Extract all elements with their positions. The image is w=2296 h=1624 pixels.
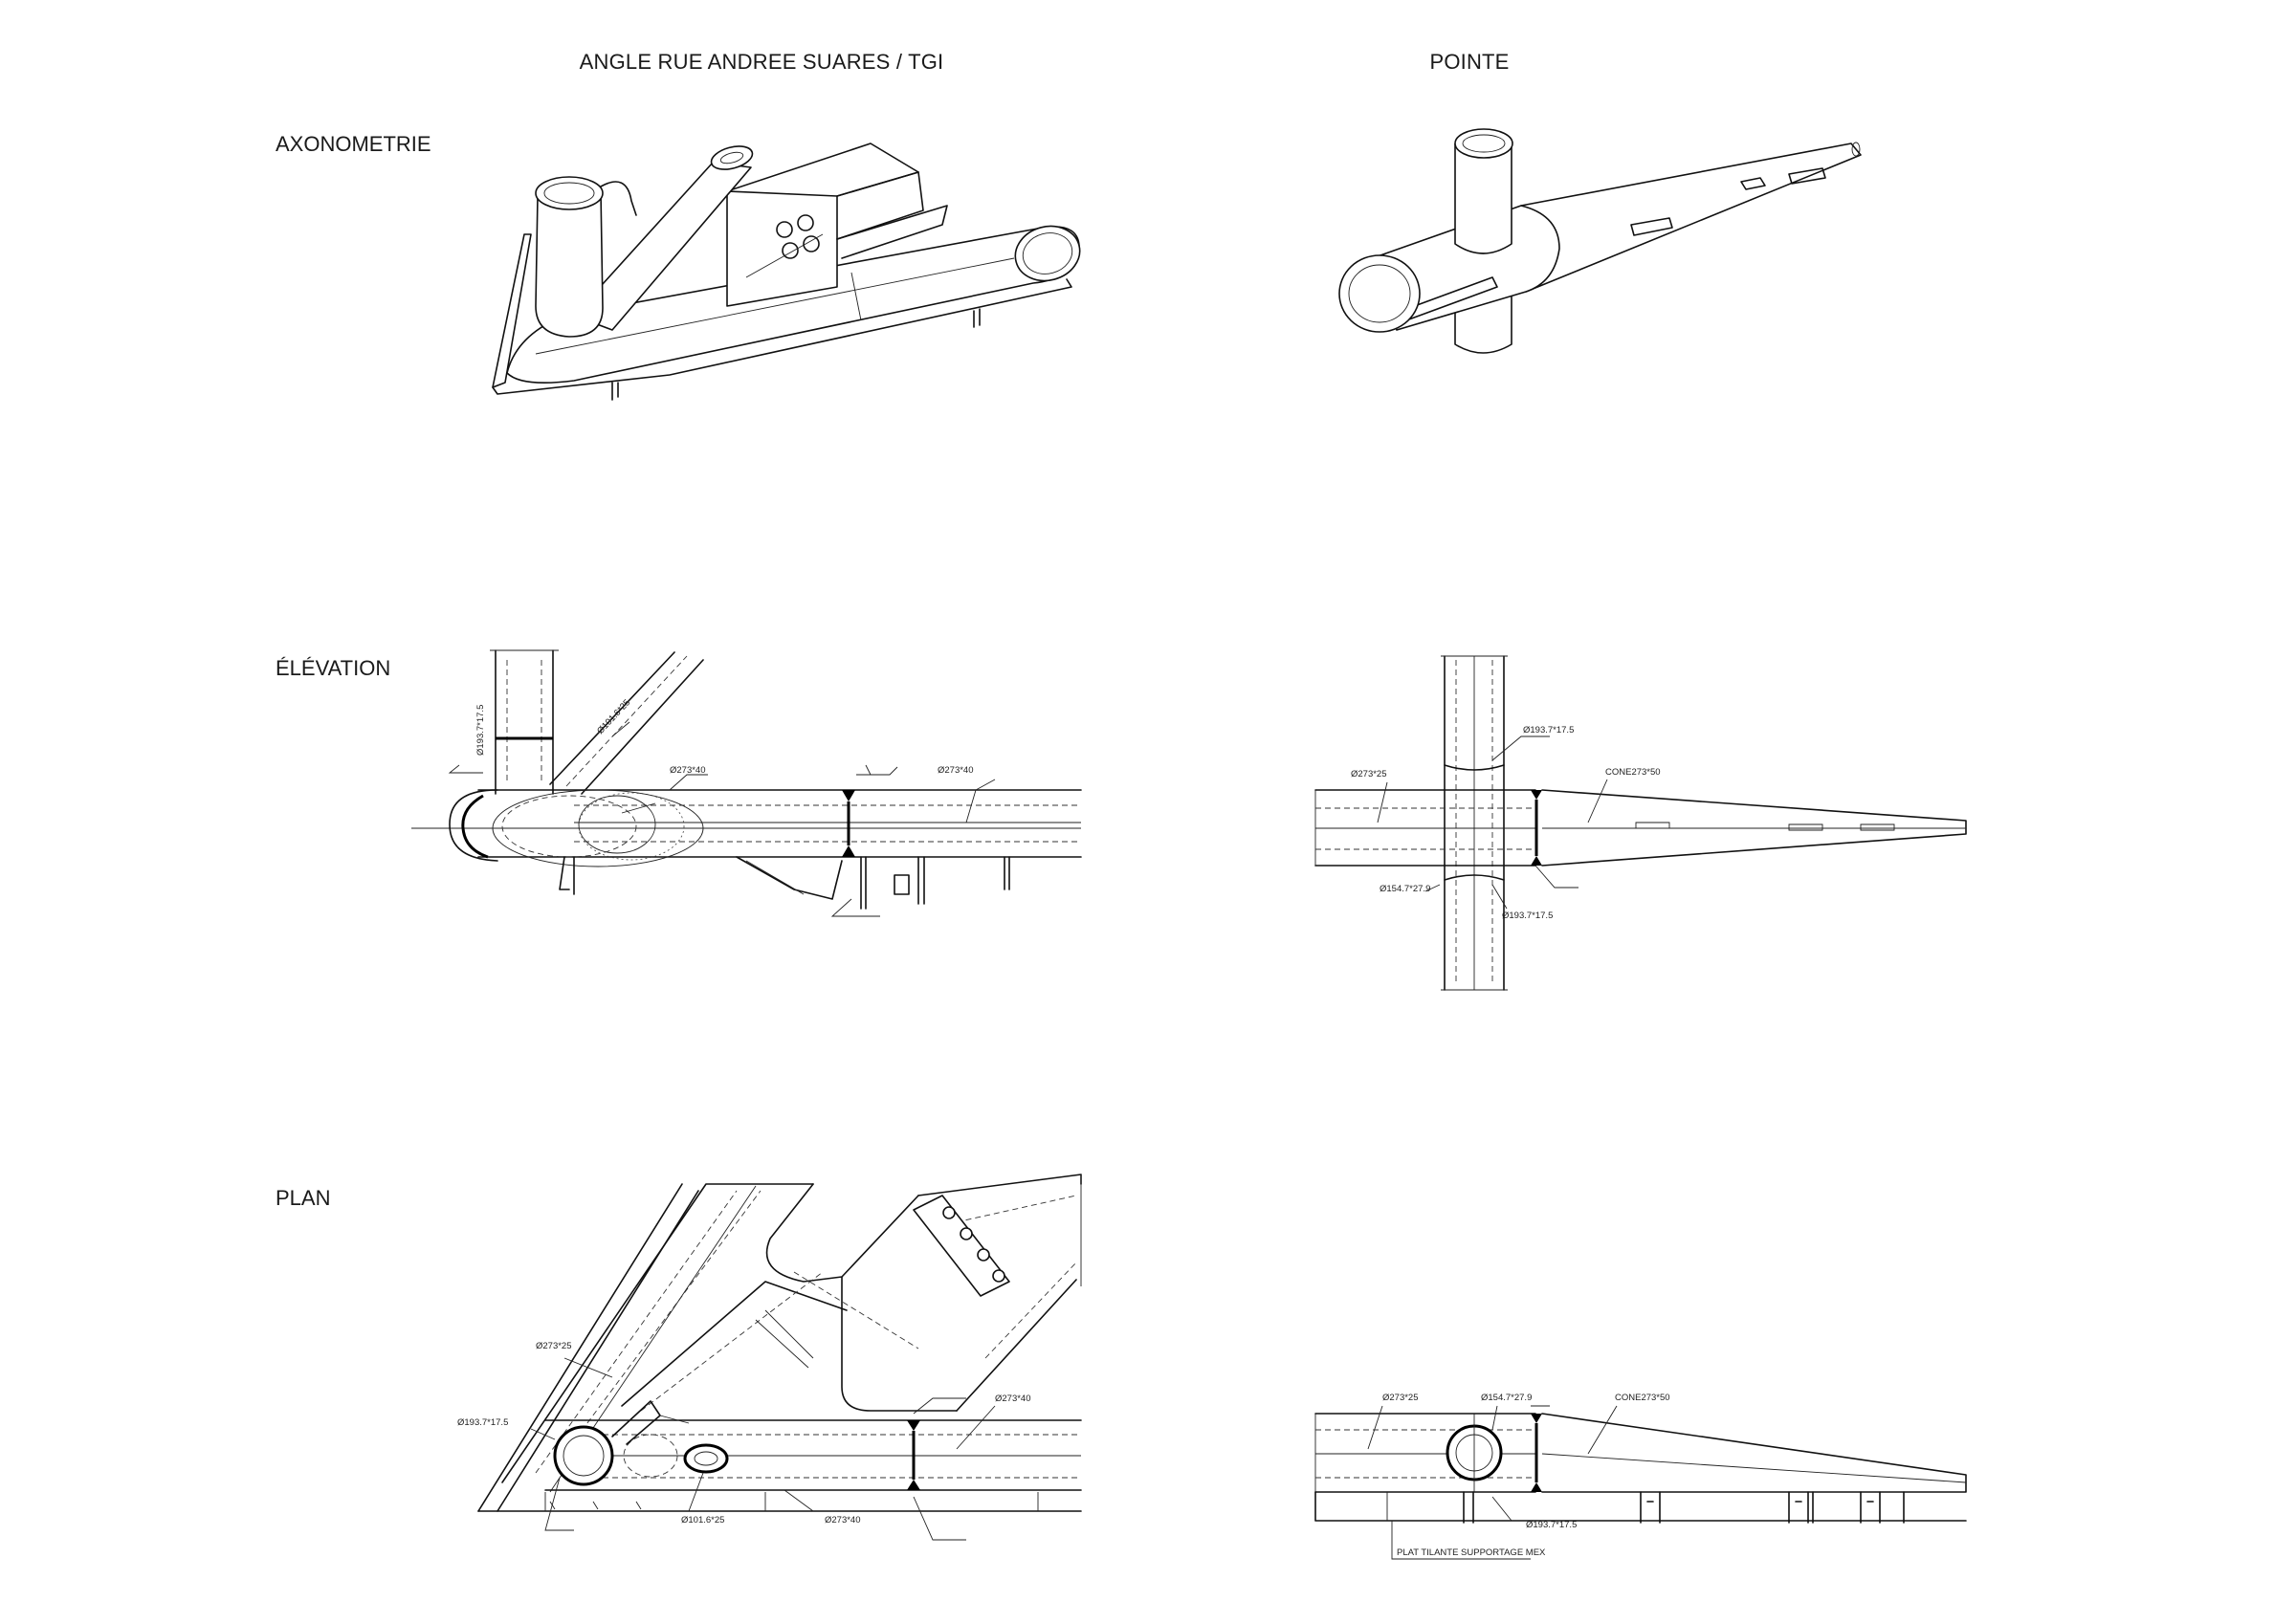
plan-right-main-tube-label: Ø273*25 bbox=[1382, 1393, 1419, 1403]
elev-left-vertical-tube-label: Ø193.7*17.5 bbox=[475, 705, 486, 756]
elev-right-lower-tube-label: Ø193.7*17.5 bbox=[1502, 911, 1553, 921]
plan-right-lower-tube-label: Ø193.7*17.5 bbox=[1526, 1520, 1577, 1530]
elev-right-cone-label: CONE273*50 bbox=[1605, 767, 1661, 778]
plan-left-small-tube-label: Ø101.6*25 bbox=[681, 1515, 724, 1525]
plan-left-main-tube-1-label: Ø273*40 bbox=[995, 1394, 1031, 1404]
plan-left-diag-tube-label: Ø273*25 bbox=[536, 1341, 572, 1351]
row-title-elevation: ÉLÉVATION bbox=[276, 656, 391, 680]
row-title-plan: PLAN bbox=[276, 1186, 331, 1210]
right-column-title: POINTE bbox=[1429, 50, 1510, 74]
plan-left-node: Ø273*25 Ø193.7*17.5 Ø273*40 Ø101.6*25 Ø2… bbox=[457, 1174, 1082, 1541]
left-column-title: ANGLE RUE ANDREE SUARES / TGI bbox=[579, 50, 944, 74]
plan-right-node: Ø273*25 Ø154.7*27.9 CONE273*50 Ø193.7*17… bbox=[1314, 1393, 1967, 1560]
elev-right-upper-tube-label: Ø193.7*17.5 bbox=[1523, 725, 1574, 735]
plan-right-cone-label: CONE273*50 bbox=[1615, 1393, 1670, 1403]
elev-right-lower-joint-label: Ø154.7*27.9 bbox=[1380, 884, 1430, 894]
elev-left-diagonal-tube-label: Ø101.6*25 bbox=[595, 697, 632, 736]
elevation-left-node: Ø193.7*17.5 Ø101.6*25 Ø273*40 Ø273*40 bbox=[411, 649, 1082, 917]
plan-left-node-label: Ø193.7*17.5 bbox=[457, 1417, 508, 1428]
elevation-right-node: Ø193.7*17.5 Ø273*25 CONE273*50 Ø154.7*27… bbox=[1314, 655, 1967, 991]
axo-right-node bbox=[1338, 128, 1862, 354]
elev-left-main-tube-1-label: Ø273*40 bbox=[670, 765, 706, 776]
plan-right-node-label: Ø154.7*27.9 bbox=[1481, 1393, 1532, 1403]
plan-left-main-tube-2-label: Ø273*40 bbox=[825, 1515, 861, 1525]
axo-left-node bbox=[492, 143, 1081, 401]
row-title-axonometrie: AXONOMETRIE bbox=[276, 132, 431, 156]
elev-right-main-tube-label: Ø273*25 bbox=[1351, 769, 1387, 779]
elev-left-main-tube-2-label: Ø273*40 bbox=[938, 765, 974, 776]
plan-right-support-label: PLAT TILANTE SUPPORTAGE MEX bbox=[1397, 1547, 1546, 1558]
